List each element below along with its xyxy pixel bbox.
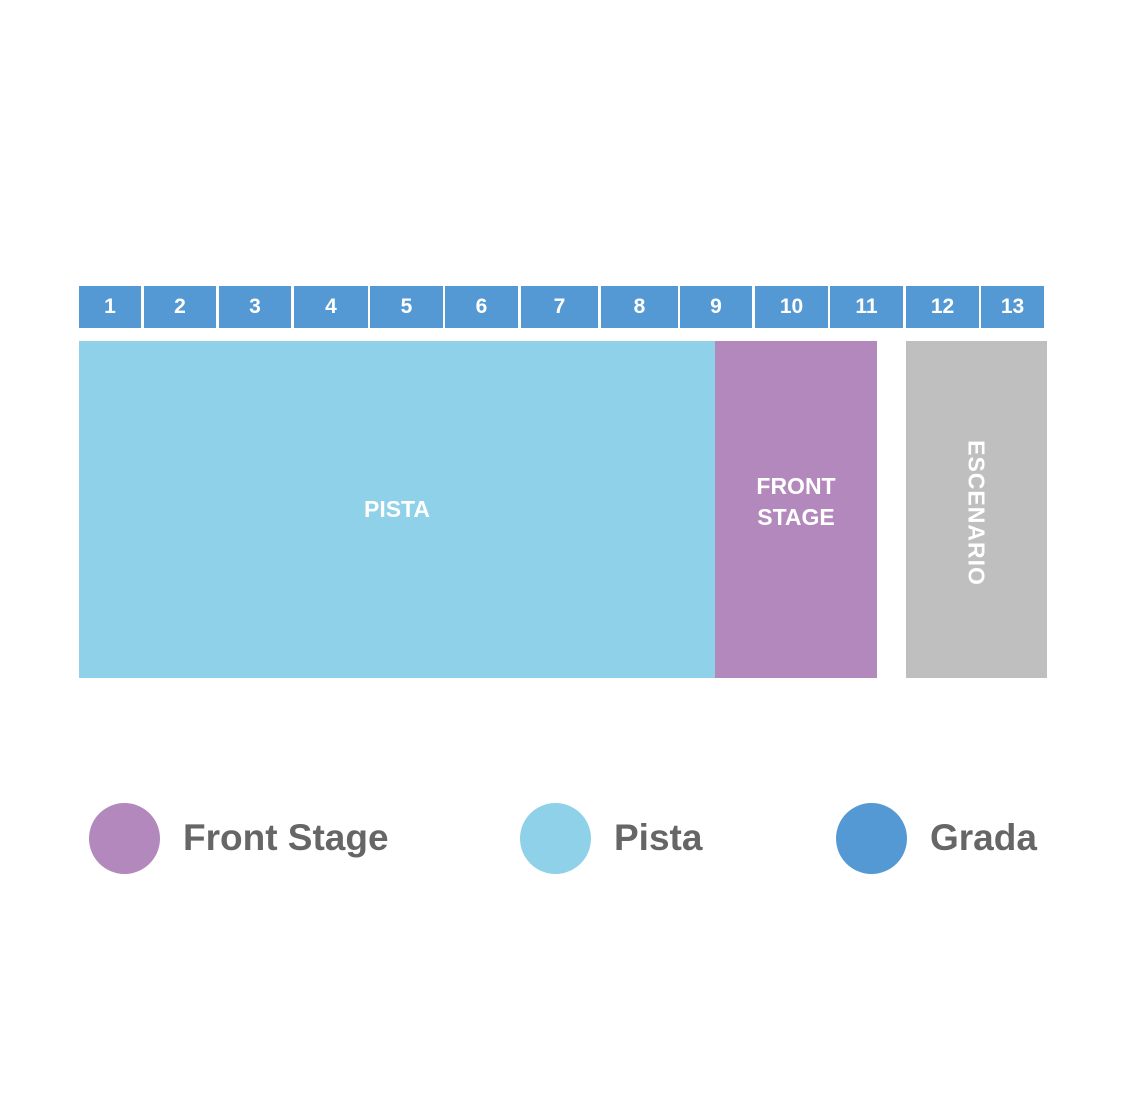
grada-section-4[interactable]: 4 <box>294 286 368 328</box>
legend-label-front-stage: Front Stage <box>183 817 389 858</box>
legend-dot-pista <box>520 802 591 874</box>
grada-section-11[interactable]: 11 <box>830 286 903 328</box>
legend-dot-grada <box>836 802 907 874</box>
pista-label: PISTA <box>363 496 431 522</box>
pista-zone[interactable]: PISTA <box>79 341 715 678</box>
grada-section-10[interactable]: 10 <box>755 286 828 328</box>
legend-item-front-stage: Front Stage <box>89 802 389 874</box>
grada-section-8[interactable]: 8 <box>601 286 678 328</box>
legend-label-grada: Grada <box>930 817 1037 858</box>
grada-section-3[interactable]: 3 <box>219 286 291 328</box>
grada-section-13[interactable]: 13 <box>981 286 1044 328</box>
legend-item-pista: Pista <box>520 802 702 874</box>
grada-section-1[interactable]: 1 <box>79 286 141 328</box>
grada-section-6[interactable]: 6 <box>445 286 518 328</box>
front-stage-label-line-1: FRONT <box>756 473 836 499</box>
front-stage-label-line-2: STAGE <box>757 504 835 530</box>
legend-item-grada: Grada <box>836 802 1037 874</box>
front-stage-label: FRONT STAGE <box>756 471 835 533</box>
front-stage-zone[interactable]: FRONT STAGE <box>715 341 877 678</box>
grada-section-7[interactable]: 7 <box>521 286 598 328</box>
escenario-label: ESCENARIO <box>963 440 990 586</box>
grada-section-5[interactable]: 5 <box>370 286 443 328</box>
grada-section-2[interactable]: 2 <box>144 286 216 328</box>
legend-label-pista: Pista <box>614 817 703 858</box>
grada-section-9[interactable]: 9 <box>680 286 752 328</box>
escenario-zone: ESCENARIO <box>906 341 1047 678</box>
legend-dot-front-stage <box>89 802 160 874</box>
grada-section-12[interactable]: 12 <box>906 286 979 328</box>
